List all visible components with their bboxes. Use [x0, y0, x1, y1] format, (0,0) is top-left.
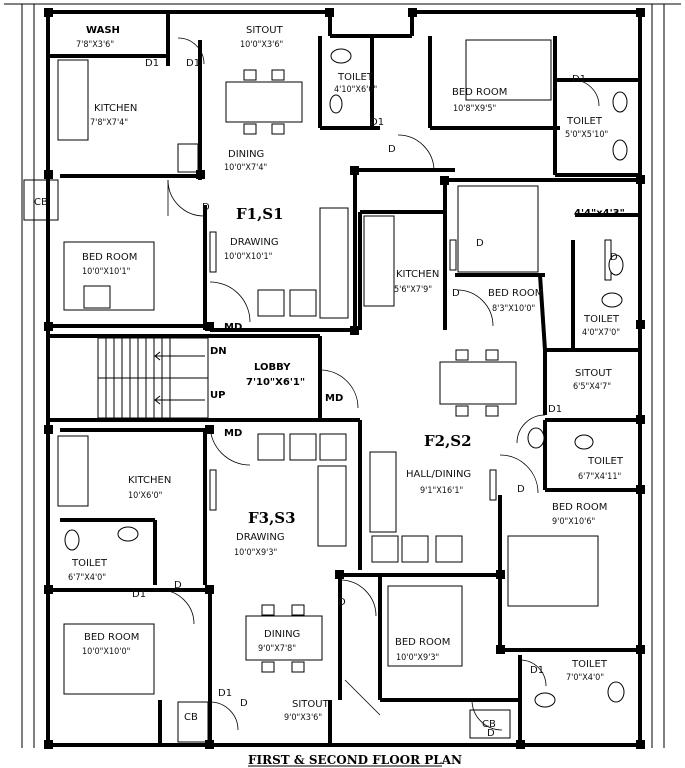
room-name: HALL/DINING — [406, 469, 471, 480]
room-dim: 7'0"X4'0" — [566, 673, 604, 683]
unit-label: F2,S2 — [424, 432, 472, 450]
room-name: KITCHEN — [396, 269, 439, 280]
room-name: BED ROOM — [452, 87, 507, 98]
room-dim: 9'1"X16'1" — [420, 486, 463, 496]
doors — [159, 37, 600, 731]
room-name: SITOUT — [246, 25, 284, 36]
room-dim: 10'0"X10'0" — [82, 647, 130, 657]
room-dim: 10'0"X10'1" — [224, 252, 272, 262]
room-dim: 5'0"X5'10" — [565, 130, 608, 140]
door-tag-d: D — [202, 202, 210, 213]
room-dim: 7'8"X7'4" — [90, 118, 128, 128]
door-tag-d1: D1 — [145, 58, 159, 69]
room-dim: 8'3"X10'0" — [492, 304, 535, 314]
room-dim: 4'0"X7'0" — [582, 328, 620, 338]
room-name: BED ROOM — [82, 252, 137, 263]
room-name: DINING — [264, 629, 300, 640]
main-door-tag: MD — [325, 393, 343, 404]
room-name: BED ROOM — [395, 637, 450, 648]
door-tag-d1: D1 — [186, 58, 200, 69]
door-tag-d1: D1 — [548, 404, 562, 415]
furniture — [57, 39, 628, 708]
room-dim: 4'10"X6'0" — [334, 85, 377, 95]
room-name: TOILET — [71, 558, 108, 569]
room-dim: 10'0"X9'3" — [396, 653, 439, 663]
room-name: SITOUT — [292, 699, 330, 710]
columns — [44, 8, 645, 749]
door-tag-d: D — [174, 580, 182, 591]
door-tag-d1: D1 — [370, 117, 384, 128]
room-name: TOILET — [583, 314, 620, 325]
room-name: BED ROOM — [552, 502, 607, 513]
room-name: LOBBY — [254, 362, 291, 373]
room-dim: 10'8"X9'5" — [453, 104, 496, 114]
door-tag-d: D — [338, 597, 346, 608]
door-tag-d1: D1 — [530, 665, 544, 676]
door-tag-d: D — [452, 288, 460, 299]
room-name: DRAWING — [230, 237, 279, 248]
cb-tag: CB — [184, 712, 198, 723]
room-dim: 10'0"X3'6" — [240, 40, 283, 50]
room-dim: 5'6"X7'9" — [394, 285, 432, 295]
door-tag-d: D — [610, 252, 618, 263]
door-tag-d: D — [388, 144, 396, 155]
room-name: BED ROOM — [84, 632, 139, 643]
room-name: TOILET — [587, 456, 624, 467]
room-dim: 6'7"X4'0" — [68, 573, 106, 583]
room-name: DINING — [228, 149, 264, 160]
unit-label: F1,S1 — [236, 205, 284, 223]
room-name: WASH — [86, 25, 120, 36]
room-dim: 10'0"X9'3" — [234, 548, 277, 558]
room-dim: 10'0"X7'4" — [224, 163, 267, 173]
stair-down-tag: DN — [210, 346, 227, 357]
room-name: BED ROOM — [488, 288, 543, 299]
room-name: DRAWING — [236, 532, 285, 543]
walls — [46, 10, 642, 747]
room-dim: 10'X6'0" — [128, 491, 162, 501]
room-name: SITOUT — [575, 368, 613, 379]
staircase — [97, 337, 209, 419]
room-name: TOILET — [566, 116, 603, 127]
room-dim: 9'0"X10'6" — [552, 517, 595, 527]
door-tag-d1: D1 — [132, 589, 146, 600]
room-name: TOILET — [337, 72, 374, 83]
room-dim: 7'8"X3'6" — [76, 40, 114, 50]
main-door-tag: MD — [224, 322, 242, 333]
door-tag-d: D — [517, 484, 525, 495]
room-dim: 6'5"X4'7" — [573, 382, 611, 392]
windows — [177, 143, 612, 511]
shaft-dim: 4'4"x4'3" — [574, 208, 625, 219]
door-tag-d: D — [476, 238, 484, 249]
plan-title: FIRST & SECOND FLOOR PLAN — [248, 753, 462, 767]
door-tag-d: D — [487, 728, 495, 739]
room-dim: 10'0"X10'1" — [82, 267, 130, 277]
room-name: KITCHEN — [128, 475, 171, 486]
door-tags: D1 D1 D1 D1 D D D D D D D D D1 D1 D1 D1 … — [34, 58, 618, 739]
room-name: TOILET — [571, 659, 608, 670]
door-tag-d: D — [240, 698, 248, 709]
door-tag-d1: D1 — [572, 74, 586, 85]
stair-up-tag: UP — [210, 390, 225, 401]
boundary-lines — [4, 3, 681, 748]
cb-tag: CB — [34, 197, 48, 208]
room-dim: 7'10"X6'1" — [246, 377, 305, 388]
room-dim: 6'7"X4'11" — [578, 472, 621, 482]
unit-label: F3,S3 — [248, 509, 296, 527]
cb-boxes — [23, 179, 511, 743]
door-tag-d1: D1 — [218, 688, 232, 699]
cb-tag: CB — [482, 719, 496, 730]
room-dim: 9'0"X3'6" — [284, 713, 322, 723]
room-labels: WASH 7'8"X3'6" SITOUT 10'0"X3'6" TOILET … — [68, 25, 625, 723]
main-door-tag: MD — [224, 428, 242, 439]
room-dim: 9'0"X7'8" — [258, 644, 296, 654]
room-name: KITCHEN — [94, 103, 137, 114]
